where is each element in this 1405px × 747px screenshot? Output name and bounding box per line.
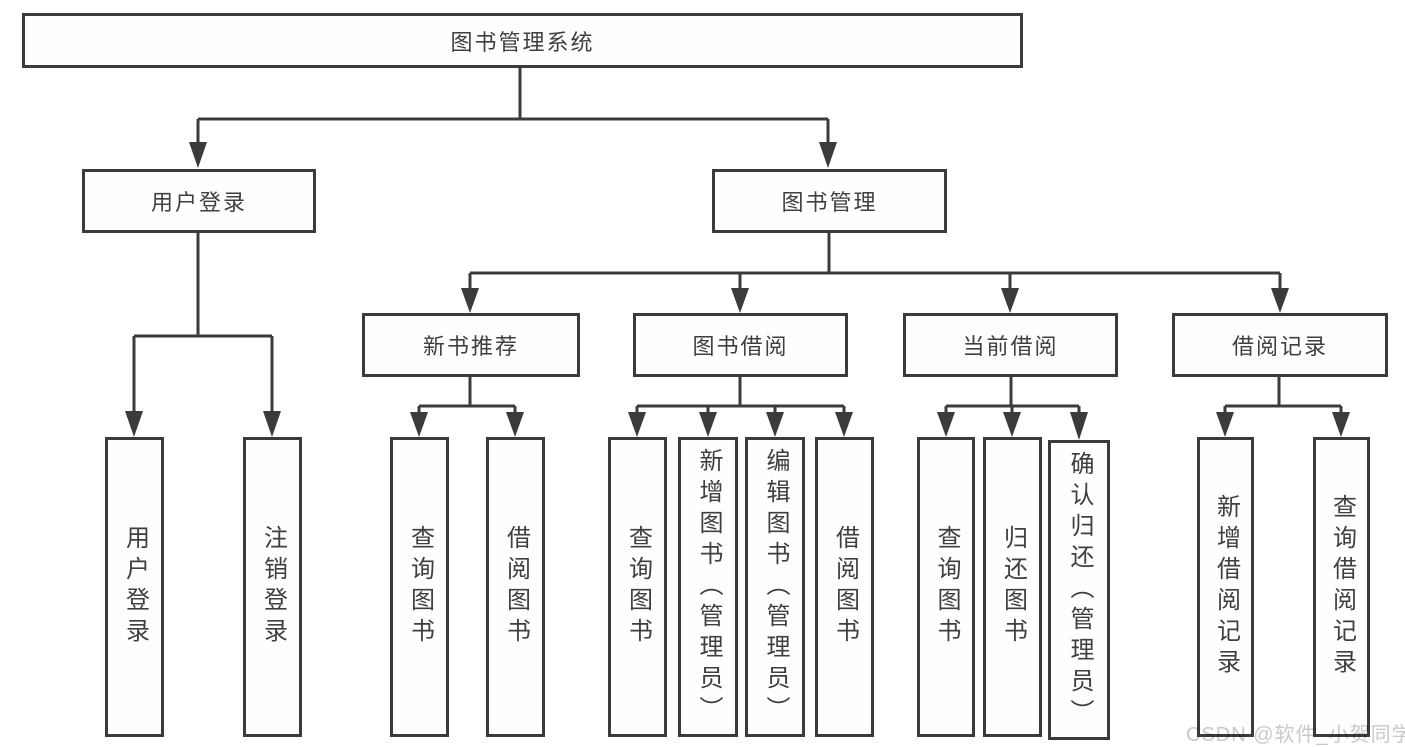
- connector-root-to-level2: [196, 66, 830, 146]
- node-new-book-recommendation-label: 新书推荐: [422, 334, 519, 359]
- leaf-add-books-admin: 新增图书（管理员）: [678, 437, 738, 737]
- node-book-borrowing: 图书借阅: [633, 313, 848, 377]
- csdn-watermark: CSDN @软件_小贺同学: [1186, 724, 1405, 746]
- leaf-user-login: 用户登录: [105, 437, 164, 737]
- node-book-management: 图书管理: [712, 169, 947, 233]
- node-user-login: 用户登录: [82, 169, 316, 233]
- node-new-book-recommendation: 新书推荐: [362, 313, 580, 377]
- connector-records-to-leaves: [1223, 377, 1343, 416]
- leaf-borrow-books-borrowing-label: 借阅图书: [831, 525, 859, 649]
- connector-bookmgmt-to-level3: [468, 233, 1282, 292]
- leaf-query-borrow-record-label: 查询借阅记录: [1328, 494, 1356, 680]
- node-root-label: 图书管理系统: [450, 29, 595, 55]
- leaf-query-books-current-label: 查询图书: [933, 525, 960, 649]
- leaf-borrow-books-borrowing: 借阅图书: [815, 437, 874, 737]
- leaf-borrow-books-recommend-label: 借阅图书: [502, 525, 530, 649]
- leaf-return-books-label: 归还图书: [999, 525, 1027, 649]
- node-borrowing-records: 借阅记录: [1172, 313, 1388, 377]
- node-book-borrowing-label: 图书借阅: [692, 334, 789, 359]
- leaf-edit-books-admin-label: 编辑图书（管理员）: [762, 447, 789, 727]
- leaf-logout-label: 注销登录: [259, 525, 287, 649]
- connector-userlogin-to-leaves: [132, 233, 274, 416]
- leaf-return-books: 归还图书: [983, 437, 1042, 737]
- leaf-add-books-admin-label: 新增图书（管理员）: [695, 447, 722, 727]
- arrowheads: [125, 142, 1350, 440]
- leaf-add-borrow-record-label: 新增借阅记录: [1212, 494, 1240, 680]
- node-book-management-label: 图书管理: [781, 190, 878, 215]
- leaf-confirm-return-admin: 确认归还（管理员）: [1048, 440, 1110, 740]
- leaf-logout: 注销登录: [243, 437, 302, 737]
- leaf-user-login-label: 用户登录: [121, 525, 149, 649]
- node-root-library-management-system: 图书管理系统: [22, 13, 1023, 68]
- leaf-query-books-borrowing-label: 查询图书: [624, 525, 652, 649]
- node-borrowing-records-label: 借阅记录: [1231, 334, 1328, 359]
- connector-borrowing-to-leaves: [635, 377, 846, 416]
- node-user-login-label: 用户登录: [150, 190, 247, 215]
- leaf-confirm-return-admin-label: 确认归还（管理员）: [1066, 450, 1093, 730]
- node-current-borrowing: 当前借阅: [903, 313, 1118, 377]
- leaf-edit-books-admin: 编辑图书（管理员）: [745, 437, 805, 737]
- leaf-borrow-books-recommend: 借阅图书: [486, 437, 545, 737]
- leaf-add-borrow-record: 新增借阅记录: [1197, 437, 1254, 737]
- leaf-query-books-current: 查询图书: [917, 437, 975, 737]
- leaf-query-books-recommend-label: 查询图书: [406, 525, 434, 649]
- leaf-query-books-recommend: 查询图书: [390, 437, 449, 737]
- connector-current-to-leaves: [944, 377, 1081, 416]
- leaf-query-borrow-record: 查询借阅记录: [1313, 437, 1370, 737]
- leaf-query-books-borrowing: 查询图书: [608, 437, 667, 737]
- connector-newbook-to-leaves: [417, 377, 517, 416]
- node-current-borrowing-label: 当前借阅: [962, 334, 1059, 359]
